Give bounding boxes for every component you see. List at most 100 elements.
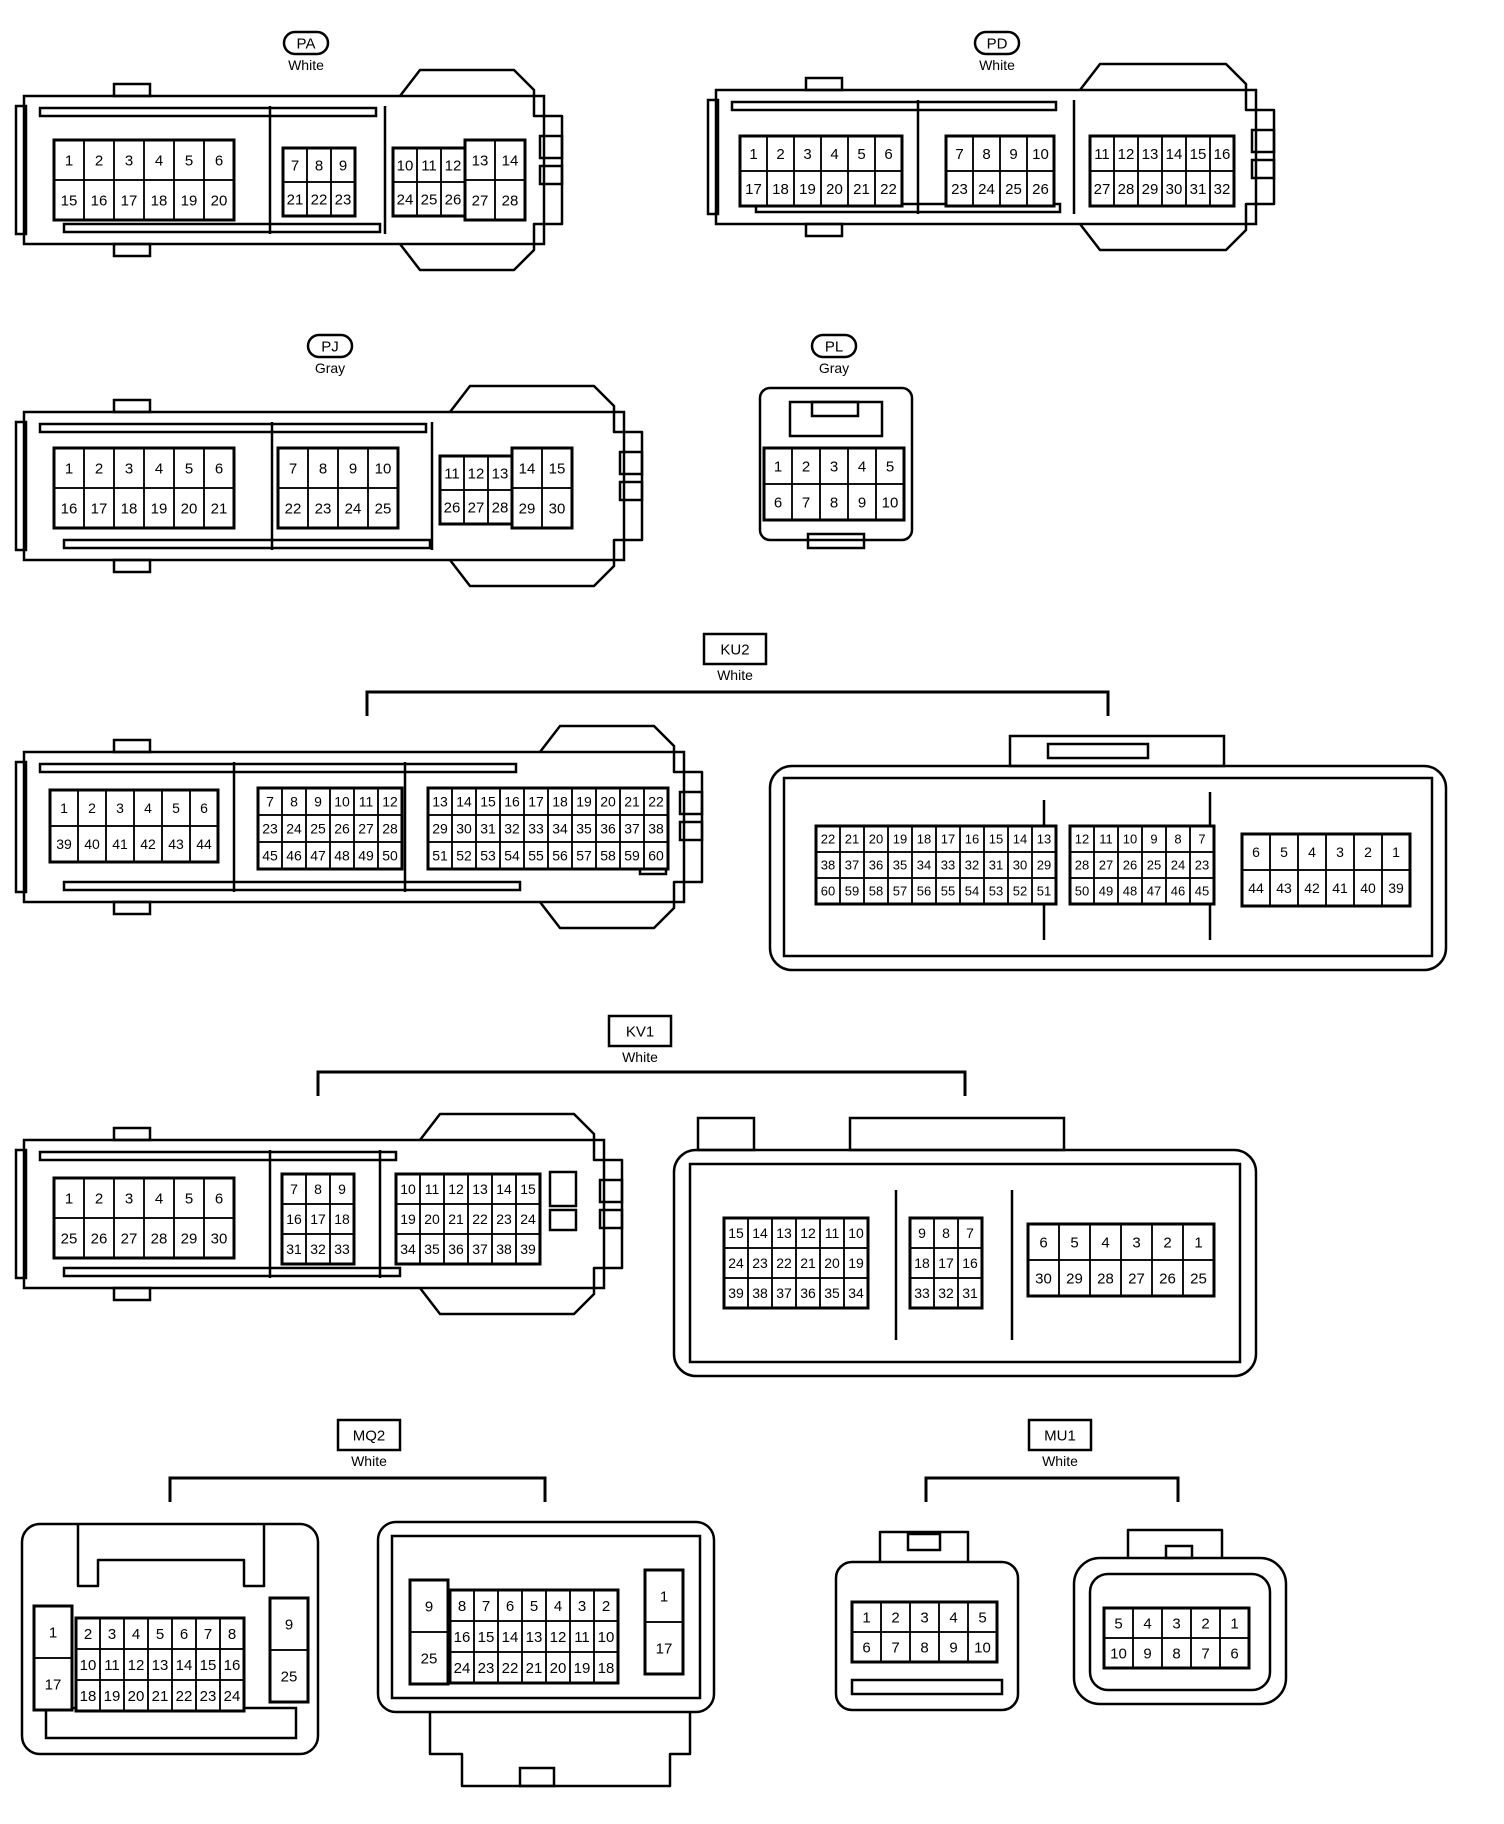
terminal-pin-label: 36 — [448, 1241, 464, 1257]
terminal-pin-label: 6 — [200, 800, 208, 816]
terminal-pin-label: 58 — [600, 848, 616, 864]
terminal-pin-label: 25 — [375, 500, 392, 517]
housing-outline — [22, 750, 686, 904]
terminal-pin-label: 3 — [1172, 1615, 1180, 1632]
terminal-pin-label: 16 — [61, 500, 78, 517]
terminal-pin-label: 20 — [824, 1255, 840, 1271]
terminal-pin-label: 31 — [962, 1285, 978, 1301]
terminal-pin-label: 34 — [917, 858, 931, 873]
terminal-pin-label: 59 — [845, 884, 859, 899]
terminal-pin-label: 14 — [1166, 146, 1183, 163]
terminal-pin-label: 34 — [400, 1241, 416, 1257]
terminal-pin-label: 46 — [286, 848, 302, 864]
terminal-pin-label: 28 — [502, 192, 519, 209]
terminal-cell — [644, 1621, 684, 1675]
terminal-pin-label: 16 — [1214, 146, 1231, 163]
terminal-pin-label: 50 — [382, 848, 398, 864]
rail-top — [730, 100, 1058, 112]
housing-outline — [1079, 62, 1276, 252]
terminal-pin-label: 1 — [660, 1588, 668, 1605]
terminal-pin-label: 30 — [1035, 1270, 1052, 1287]
terminal-pin-label: 28 — [151, 1230, 168, 1247]
latch-window — [548, 1208, 578, 1232]
bottom-tab — [518, 1766, 556, 1788]
terminal-pin-label: 30 — [549, 500, 566, 517]
top-tab — [112, 398, 152, 414]
connector-color-text: White — [288, 57, 324, 73]
terminal-pin-label: 35 — [893, 858, 907, 873]
terminal-pin-label: 37 — [776, 1285, 792, 1301]
terminal-pin-label: 26 — [1032, 181, 1049, 198]
terminal-pin-label: 32 — [1214, 181, 1231, 198]
latch-window — [678, 820, 704, 842]
terminal-pin-label: 15 — [1190, 146, 1207, 163]
terminal-pin-label: 51 — [432, 848, 448, 864]
terminal-pin-label: 21 — [448, 1211, 464, 1227]
terminal-pin-label: 24 — [224, 1688, 241, 1705]
terminal-pin-label: 5 — [886, 458, 894, 475]
terminal-pin-label: 45 — [1195, 884, 1209, 899]
terminal-pin-label: 4 — [155, 1190, 163, 1207]
top-tab — [1008, 734, 1226, 768]
terminal-grid-mq2: 925 — [268, 1596, 310, 1704]
terminal-pin-label: 25 — [281, 1668, 298, 1685]
latch-window — [548, 1170, 578, 1208]
latch-window — [618, 450, 644, 476]
terminal-pin-label: 6 — [774, 494, 782, 511]
terminal-cell — [1182, 1259, 1215, 1297]
terminal-pin-label: 20 — [550, 1660, 567, 1677]
terminal-pin-label: 2 — [776, 146, 784, 163]
terminal-pin-label: 15 — [61, 192, 78, 209]
top-tab — [906, 1532, 942, 1552]
top-tab — [112, 738, 152, 754]
housing-outline — [758, 386, 914, 542]
latch-window — [678, 790, 704, 816]
terminal-pin-label: 28 — [1097, 1270, 1114, 1287]
housing-outline — [834, 1560, 1020, 1712]
terminal-pin-label: 24 — [454, 1660, 471, 1677]
latch-window — [1250, 158, 1276, 180]
terminal-pin-label: 34 — [552, 821, 568, 837]
housing-edge — [14, 1148, 28, 1280]
terminal-pin-label: 36 — [600, 821, 616, 837]
terminal-pin-label: 7 — [1198, 832, 1205, 847]
terminal-pin-label: 11 — [1094, 146, 1110, 163]
terminal-pin-label: 7 — [289, 460, 297, 477]
terminal-pin-label: 45 — [262, 848, 278, 864]
terminal-pin-label: 3 — [125, 1190, 133, 1207]
terminal-cell — [203, 487, 235, 529]
terminal-pin-label: 33 — [528, 821, 544, 837]
terminal-pin-label: 17 — [528, 794, 544, 810]
terminal-pin-label: 15 — [989, 832, 1003, 847]
terminal-pin-label: 1 — [65, 1190, 73, 1207]
terminal-pin-label: 3 — [1336, 844, 1344, 860]
terminal-pin-label: 9 — [949, 1639, 957, 1656]
terminal-pin-label: 13 — [152, 1657, 169, 1674]
terminal-pin-label: 14 — [752, 1225, 768, 1241]
terminal-pin-label: 2 — [88, 800, 96, 816]
terminal-pin-label: 24 — [286, 821, 302, 837]
terminal-pin-label: 28 — [382, 821, 398, 837]
housing-edge — [14, 420, 28, 552]
terminal-pin-label: 13 — [776, 1225, 792, 1241]
terminal-pin-label: 5 — [185, 152, 193, 169]
terminal-pin-label: 7 — [290, 1181, 298, 1197]
terminal-pin-label: 56 — [917, 884, 931, 899]
connector-color-text: Gray — [819, 360, 849, 376]
bottom-tab — [112, 242, 152, 258]
housing-edge — [706, 98, 720, 216]
connector-id-text: KU2 — [720, 642, 749, 659]
terminal-pin-label: 60 — [648, 848, 664, 864]
terminal-pin-label: 16 — [962, 1255, 978, 1271]
terminal-pin-label: 25 — [1005, 181, 1022, 198]
terminal-pin-label: 12 — [382, 794, 398, 810]
terminal-pin-label: 24 — [520, 1211, 536, 1227]
